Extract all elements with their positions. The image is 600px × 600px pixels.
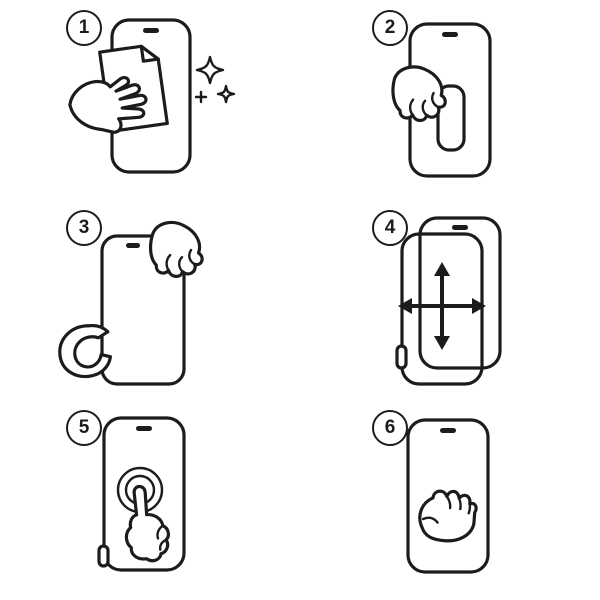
press-center-finger-tap-icon: [97, 416, 186, 572]
sparkle-icon: [216, 84, 236, 104]
pointing-finger-icon: [124, 484, 170, 563]
peel-film-corner-hands-icon: [58, 220, 204, 386]
phone-outline: [400, 232, 484, 386]
step-cell-3: 3: [0, 200, 300, 400]
step-number: 5: [78, 417, 90, 438]
smooth-screen-fist-icon: [406, 418, 490, 574]
peeling-hand-icon: [148, 220, 204, 278]
clean-screen-hand-cloth-sparkles-icon: [68, 18, 236, 174]
peel-backing-tab-hand-icon: [391, 22, 492, 178]
align-protector-arrows-icon: [395, 216, 502, 386]
step-number-badge: 4: [372, 210, 408, 246]
speaker-slot: [126, 243, 140, 248]
step-number: 1: [78, 17, 90, 38]
step-number-badge: 5: [66, 410, 102, 446]
step-cell-4: 4: [300, 200, 600, 400]
phone-outline: [102, 416, 186, 572]
step-number: 4: [384, 217, 396, 238]
step-cell-1: 1: [0, 0, 300, 200]
alignment-arrows-icon: [398, 262, 486, 350]
step-cell-6: 6: [300, 400, 600, 600]
phone-outline: [406, 418, 490, 574]
sparkle-icon: [194, 90, 208, 104]
speaker-slot: [440, 428, 456, 433]
holding-hand-icon: [58, 323, 113, 379]
speaker-slot: [442, 32, 458, 37]
pressing-fist-icon: [418, 489, 478, 543]
grabbing-hand-icon: [391, 65, 447, 123]
step-cell-5: 5: [0, 400, 300, 600]
step-number: 6: [384, 417, 396, 438]
step-number-badge: 2: [372, 10, 408, 46]
step-cell-2: 2: [300, 0, 600, 200]
speaker-slot: [136, 426, 152, 431]
pull-tab: [395, 344, 408, 370]
pull-tab: [97, 544, 110, 568]
step-number: 3: [78, 217, 90, 238]
phone-outline: [100, 234, 186, 386]
step-number-badge: 3: [66, 210, 102, 246]
step-number: 2: [384, 17, 396, 38]
sparkle-icon: [195, 55, 225, 85]
protector-outline: [418, 216, 502, 370]
step-number-badge: 6: [372, 410, 408, 446]
speaker-slot: [452, 225, 468, 230]
speaker-slot: [143, 28, 159, 33]
wiping-hand-icon: [68, 75, 148, 134]
step-number-badge: 1: [66, 10, 102, 46]
